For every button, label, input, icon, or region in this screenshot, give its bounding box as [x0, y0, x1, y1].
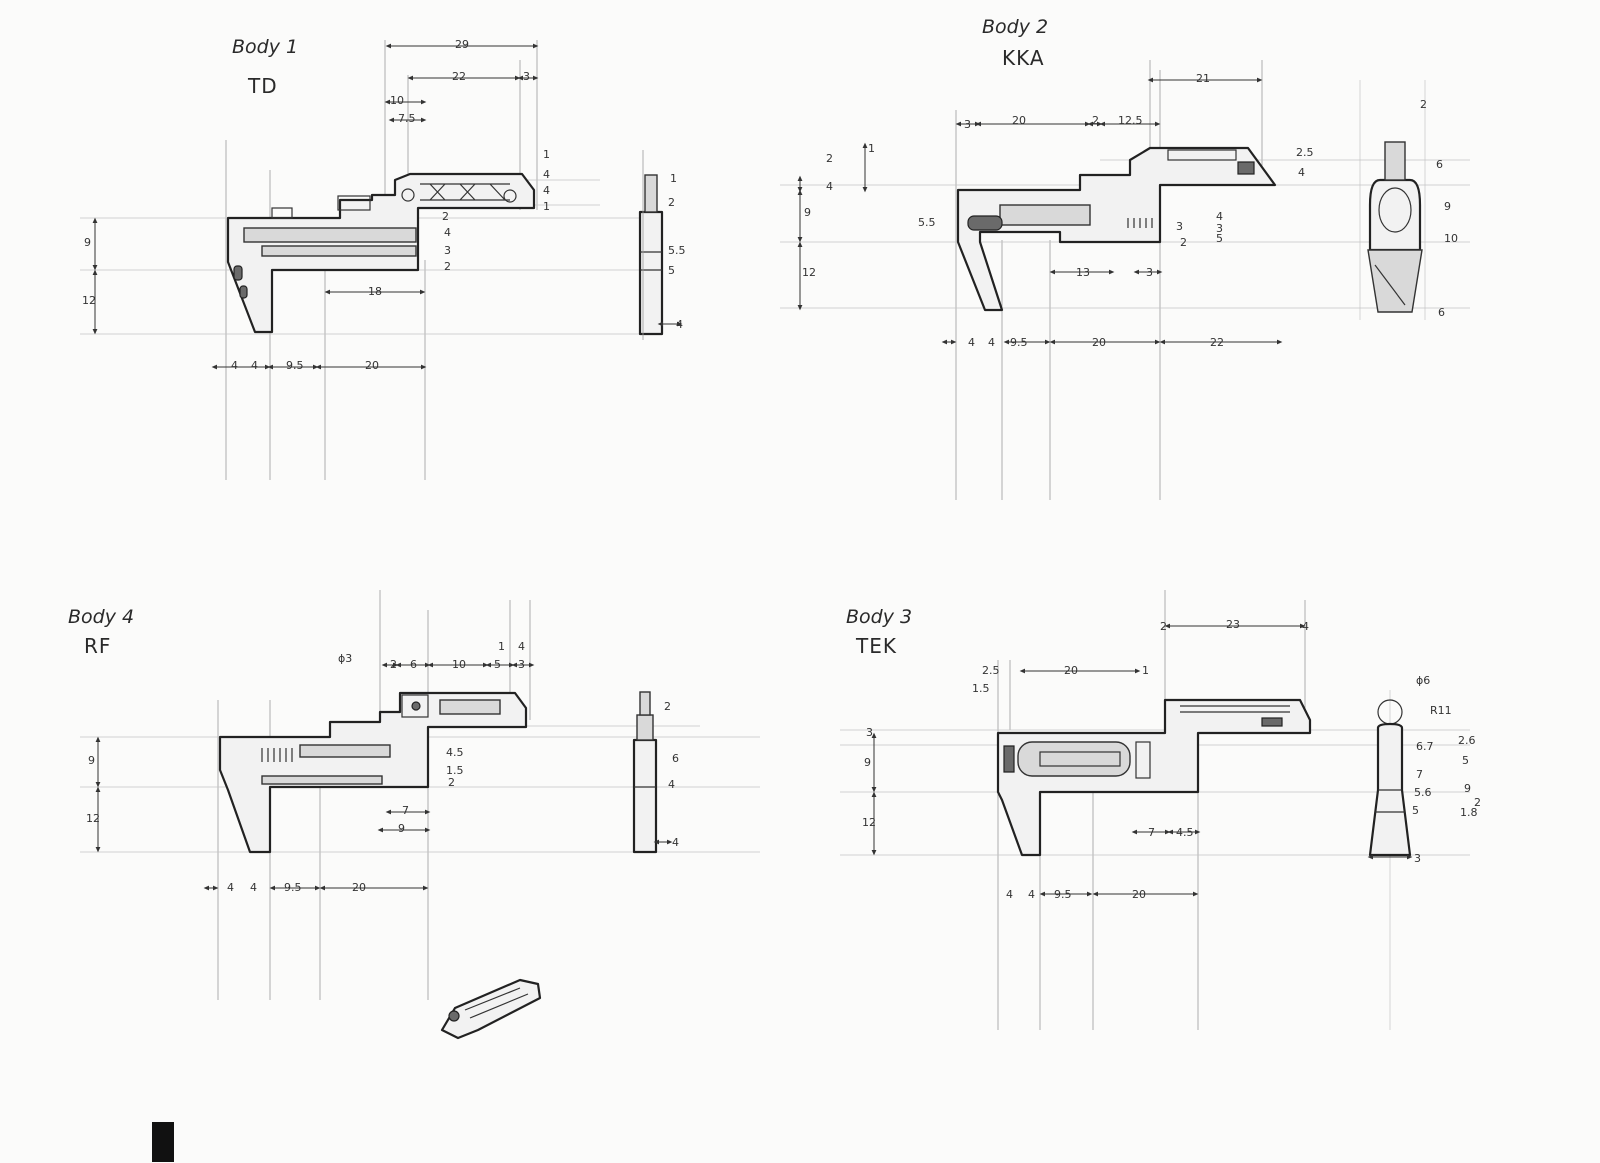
body2-slot	[967, 215, 1003, 231]
body1-hole-rear	[503, 189, 517, 203]
dimension-arrows-body4	[95, 662, 673, 891]
body2-notch	[1237, 161, 1255, 175]
construction-lines-body2	[780, 60, 1470, 500]
body4-pivot-hole	[411, 701, 421, 711]
dimension-arrows-body2	[797, 77, 1283, 345]
body1-rail	[243, 227, 417, 243]
body2-vents	[1127, 218, 1153, 228]
body3-side-slot	[1135, 741, 1151, 779]
body4-lower-rail	[261, 775, 383, 785]
body1-top-block	[337, 195, 371, 211]
body1-lug	[271, 207, 293, 219]
body1-end-view	[638, 150, 664, 340]
body4-top-slot	[439, 699, 501, 715]
body4-end-view	[632, 691, 658, 854]
body2-end-view	[1367, 141, 1423, 313]
body2-side-view	[956, 146, 1277, 312]
body3-top-notch	[1261, 717, 1283, 727]
corner-mark	[152, 1122, 174, 1162]
body3-barrel-window	[1017, 741, 1131, 777]
body3-side-view	[996, 698, 1312, 857]
body2-port	[999, 204, 1091, 226]
body1-hole-front	[401, 188, 415, 202]
body1-grip-slot-2	[239, 285, 248, 299]
dimension-arrows-body3	[871, 623, 1413, 897]
drawing-body2	[780, 60, 1470, 500]
dimension-arrows-body1	[92, 43, 683, 370]
body4-channel	[299, 744, 391, 758]
body1-truss	[420, 183, 510, 201]
construction-lines-body4	[80, 590, 760, 1000]
body4-side-view	[218, 691, 528, 854]
body3-end-view	[1368, 699, 1412, 857]
body4-pivot-block	[401, 694, 429, 718]
body4-grill	[261, 748, 293, 762]
drawing-body3	[840, 590, 1470, 1030]
body2-top-ridge	[1167, 149, 1237, 161]
body3-front-cap	[1003, 745, 1015, 773]
body3-top-rail	[1180, 705, 1290, 713]
body1-slot	[261, 245, 417, 257]
body1-grip-slot-1	[233, 265, 243, 281]
drawing-body1	[80, 40, 683, 480]
drawing-body4	[80, 590, 760, 1040]
body3-inner-slot	[1039, 751, 1121, 767]
body4-perspective-sketch	[440, 978, 542, 1040]
